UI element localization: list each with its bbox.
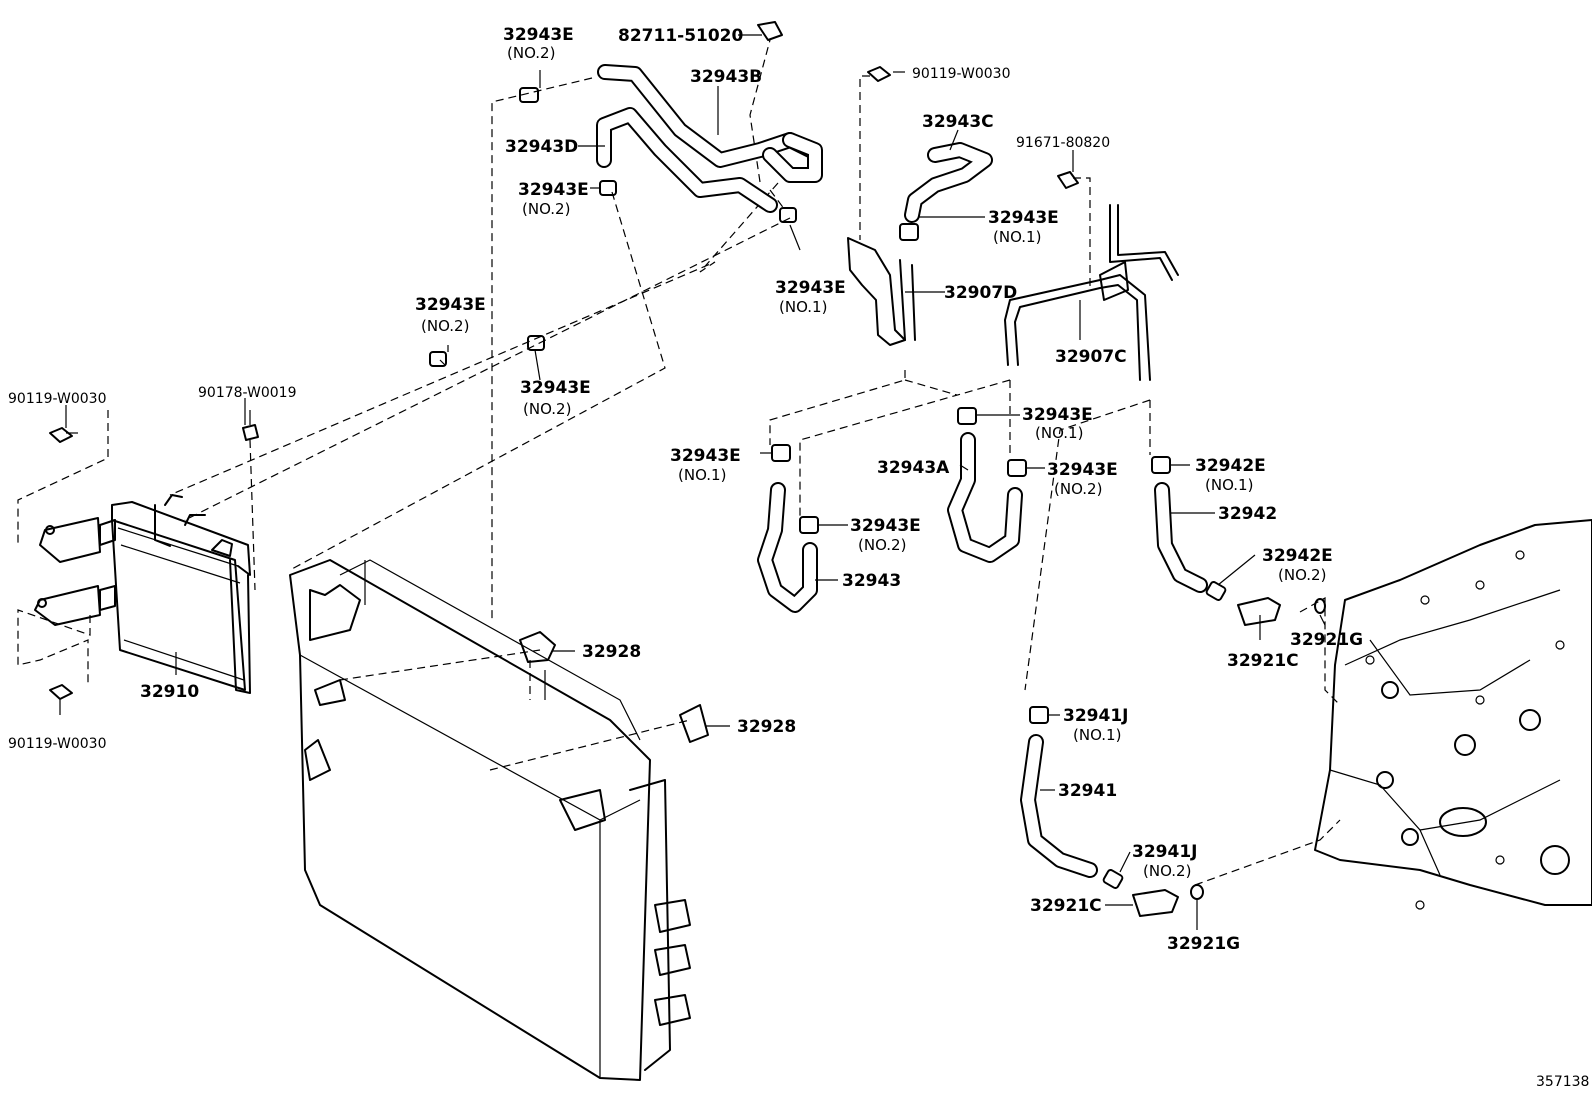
sublabel-32943e-c4: (NO.2) xyxy=(858,536,906,554)
sublabel-32941j-no1: (NO.1) xyxy=(1073,726,1121,744)
label-32943: 32943 xyxy=(842,571,901,591)
label-32941j-no2: 32941J xyxy=(1132,842,1197,862)
oil-cooler-32910 xyxy=(34,494,251,694)
label-32943d: 32943D xyxy=(505,137,578,157)
clamp-32943e-no1b xyxy=(899,223,919,241)
hose-32943a xyxy=(947,432,1023,563)
bolt-91671 xyxy=(1057,171,1079,189)
sublabel-32943e-no1b: (NO.1) xyxy=(993,228,1041,246)
clamp-32943e-c4 xyxy=(799,516,819,534)
clamp-32942e-no1 xyxy=(1151,456,1171,474)
sublabel-32943e-left2: (NO.2) xyxy=(523,400,571,418)
gasket-32921g-2 xyxy=(1190,884,1204,900)
part-labels: 82711-51020 32943E (NO.2) 32943B 32943D … xyxy=(8,25,1589,1090)
bolt-90119-left-bottom xyxy=(49,684,73,715)
bracket-32907d xyxy=(847,237,916,346)
fitting-82711 xyxy=(757,21,783,41)
hose-32942 xyxy=(1154,482,1208,593)
clamp-32943e-c3 xyxy=(1007,459,1027,477)
label-32910: 32910 xyxy=(140,682,199,702)
sublabel-32942e-no1: (NO.1) xyxy=(1205,476,1253,494)
figure-id: 357138 xyxy=(1536,1074,1589,1090)
sublabel-32943e-c3: (NO.2) xyxy=(1054,480,1102,498)
label-90119-w0030-top: 90119-W0030 xyxy=(912,66,1011,82)
hose-32943 xyxy=(757,482,818,613)
label-32942e-no1: 32942E xyxy=(1195,456,1266,476)
sublabel-32943e-mid: (NO.2) xyxy=(522,200,570,218)
label-82711-51020: 82711-51020 xyxy=(618,26,744,46)
pipe-32907c xyxy=(1004,204,1179,381)
clamp-32943e-c2 xyxy=(957,407,977,425)
sublabel-32942e-no2: (NO.2) xyxy=(1278,566,1326,584)
label-32943e-no1a: 32943E xyxy=(775,278,846,298)
gasket-32921g-1 xyxy=(1314,598,1326,614)
label-32943e-c3: 32943E xyxy=(1047,460,1118,480)
label-32921c-2: 32921C xyxy=(1030,896,1102,916)
hose-32943c xyxy=(904,142,993,223)
bolt-90119-top xyxy=(867,66,891,82)
clamp-32943e-c1 xyxy=(771,444,791,462)
sublabel-32943e-c2: (NO.1) xyxy=(1035,424,1083,442)
label-90178-w0019: 90178-W0019 xyxy=(198,385,297,401)
label-32943e-c1: 32943E xyxy=(670,446,741,466)
label-32943c: 32943C xyxy=(922,112,994,132)
clip-32928-a xyxy=(519,631,556,663)
label-32943b: 32943B xyxy=(690,67,762,87)
hose-32941 xyxy=(1020,734,1098,878)
radiator xyxy=(289,559,691,1081)
clamp-32943e-left1 xyxy=(429,351,447,367)
label-32921g-2: 32921G xyxy=(1167,934,1240,954)
label-32943e-mid: 32943E xyxy=(518,180,589,200)
sublabel-32943e-left1: (NO.2) xyxy=(421,317,469,335)
clamp-32943e-no1a xyxy=(779,207,797,223)
label-32907c: 32907C xyxy=(1055,347,1127,367)
sublabel-32943e-top: (NO.2) xyxy=(507,44,555,62)
nut-90178 xyxy=(242,410,259,441)
union-32921c-1 xyxy=(1237,597,1281,626)
label-32943e-top: 32943E xyxy=(503,25,574,45)
label-32941: 32941 xyxy=(1058,781,1117,801)
label-32943e-no1b: 32943E xyxy=(988,208,1059,228)
clamp-32943e-left2 xyxy=(527,335,545,351)
sublabel-32943e-c1: (NO.1) xyxy=(678,466,726,484)
label-32943a: 32943A xyxy=(877,458,950,478)
sublabel-32943e-no1a: (NO.1) xyxy=(779,298,827,316)
label-32943e-left1: 32943E xyxy=(415,295,486,315)
sublabel-32941j-no2: (NO.2) xyxy=(1143,862,1191,880)
label-32943e-c4: 32943E xyxy=(850,516,921,536)
clamp-32941j-no1 xyxy=(1029,706,1049,724)
label-32942: 32942 xyxy=(1218,504,1277,524)
clamp-32943e-mid xyxy=(599,180,617,196)
label-32921g-1: 32921G xyxy=(1290,630,1363,650)
label-32921c-1: 32921C xyxy=(1227,651,1299,671)
hose-loop-upper xyxy=(762,132,823,183)
label-90119-w0030-left2: 90119-W0030 xyxy=(8,736,107,752)
label-91671-80820: 91671-80820 xyxy=(1016,135,1110,151)
label-32928-a: 32928 xyxy=(582,642,641,662)
label-32943e-c2: 32943E xyxy=(1022,405,1093,425)
bolt-90119-left-top xyxy=(49,427,78,443)
leader-lines xyxy=(65,34,1326,930)
label-32942e-no2: 32942E xyxy=(1262,546,1333,566)
clamp-32941j-no2 xyxy=(1102,869,1124,889)
label-32928-b: 32928 xyxy=(737,717,796,737)
union-32921c-2 xyxy=(1132,889,1179,917)
label-32941j-no1: 32941J xyxy=(1063,706,1128,726)
transmission-case xyxy=(1314,519,1592,910)
clamp-32943e-top xyxy=(519,87,539,103)
label-32907d: 32907D xyxy=(944,283,1017,303)
clamp-32942e-no2 xyxy=(1205,581,1227,601)
label-32943e-left2: 32943E xyxy=(520,378,591,398)
hose-32943d xyxy=(596,107,778,213)
clip-32928-b xyxy=(679,704,709,743)
label-90119-w0030-left1: 90119-W0030 xyxy=(8,391,107,407)
